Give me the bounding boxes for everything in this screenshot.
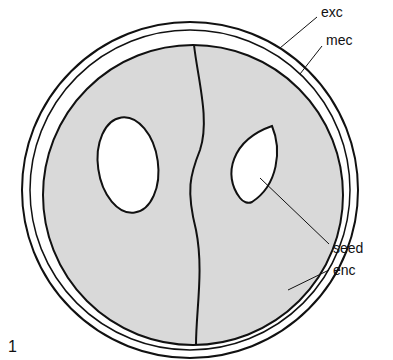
leader-line bbox=[260, 178, 329, 244]
figure-number: 1 bbox=[8, 338, 17, 356]
endocarp-shape bbox=[43, 45, 343, 345]
seed-shape bbox=[231, 126, 277, 203]
part-label: enc bbox=[333, 262, 356, 278]
part-label: seed bbox=[333, 240, 363, 256]
exocarp-outline bbox=[22, 22, 358, 358]
endocarp-division bbox=[190, 45, 204, 345]
seed-shape bbox=[92, 113, 165, 216]
mesocarp-outline bbox=[30, 30, 350, 350]
leader-line bbox=[300, 46, 322, 74]
leader-line bbox=[288, 270, 329, 290]
part-label: mec bbox=[326, 32, 352, 48]
part-label: exc bbox=[321, 4, 343, 20]
leader-line bbox=[280, 17, 317, 48]
